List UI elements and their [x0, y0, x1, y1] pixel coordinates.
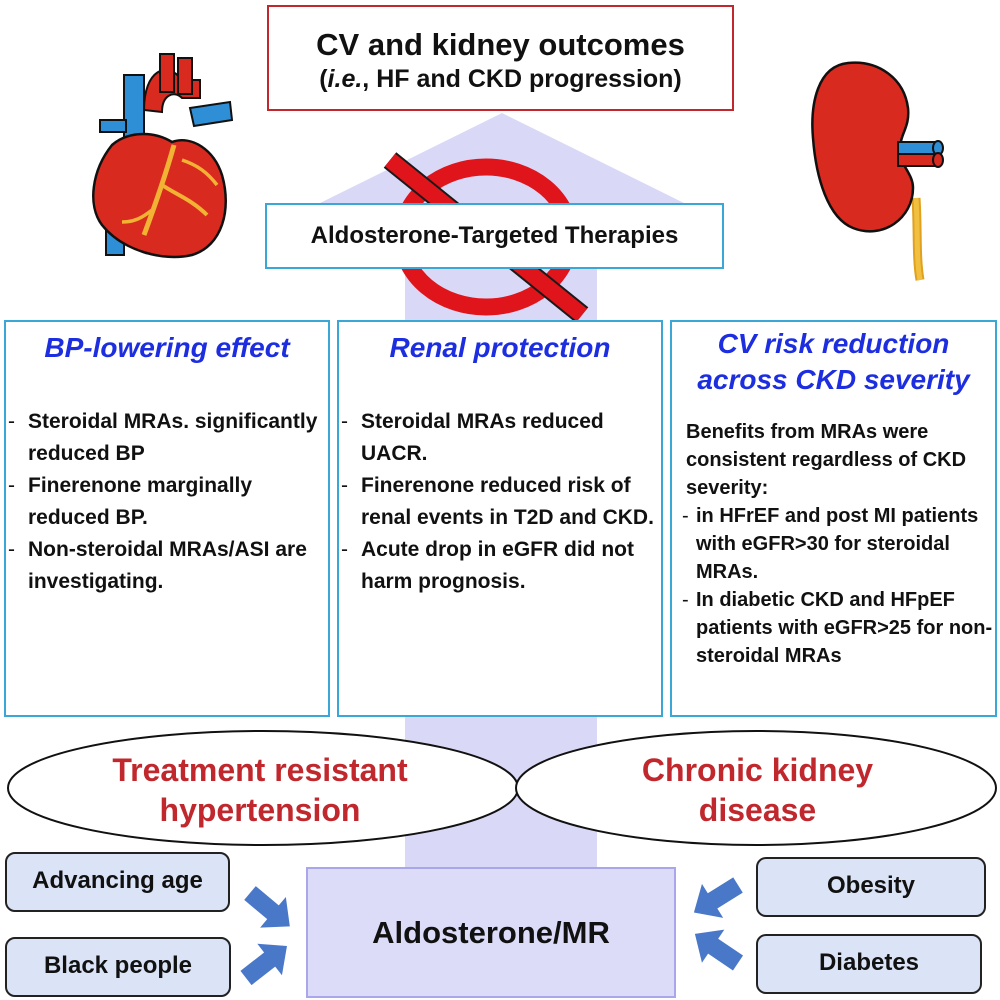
panel-renal-protection: Renal protection Steroidal MRAs reduced …: [337, 320, 663, 717]
arrow-obesity-icon: [693, 877, 743, 918]
list-item: Acute drop in eGFR did not harm prognosi…: [339, 534, 661, 598]
factor-black-people: Black people: [5, 937, 231, 997]
arrow-diabetes-icon: [694, 929, 744, 971]
therapy-label-box: Aldosterone-Targeted Therapies: [265, 203, 724, 269]
condition-right-line-1: Chronic kidney: [641, 752, 874, 788]
kidney-illustration-icon: [811, 61, 944, 281]
factor-obesity: Obesity: [756, 857, 986, 917]
bullet-list: Steroidal MRAs. significantly reduced BP…: [6, 406, 328, 598]
factor-diabetes: Diabetes: [756, 934, 982, 994]
condition-left-line-1: Treatment resistant: [112, 752, 408, 788]
list-item: Finerenone marginally reduced BP.: [6, 470, 328, 534]
condition-left-line-2: hypertension: [159, 792, 361, 828]
condition-right-label: Chronic kidney disease: [520, 750, 995, 830]
list-item: Steroidal MRAs reduced UACR.: [339, 406, 661, 470]
title-italic: i.e.: [327, 65, 363, 93]
panel-intro: Benefits from MRAs were consistent regar…: [686, 421, 967, 499]
heart-illustration-icon: [92, 53, 234, 259]
title-line-2: (i.e., HF and CKD progression): [319, 65, 682, 93]
list-item: Non-steroidal MRAs/ASI are investigating…: [6, 534, 328, 598]
panel-title-line-1: CV risk reduction: [717, 328, 950, 359]
panel-bp-lowering: BP-lowering effect Steroidal MRAs. signi…: [4, 320, 330, 717]
factor-advancing-age: Advancing age: [5, 852, 230, 912]
panel-title-line-2: across CKD severity: [697, 364, 970, 395]
list-item: in HFrEF and post MI patients with eGFR>…: [682, 502, 995, 586]
condition-left-label: Treatment resistant hypertension: [20, 750, 500, 830]
condition-ellipse-right: [515, 730, 997, 846]
arrow-black-icon: [240, 943, 287, 986]
arrow-age-icon: [244, 886, 290, 928]
bullet-list: in HFrEF and post MI patients with eGFR>…: [682, 502, 995, 670]
panel-cv-risk: CV risk reduction across CKD severity Be…: [670, 320, 997, 717]
outcomes-title-box: CV and kidney outcomes (i.e., HF and CKD…: [267, 5, 734, 111]
panel-title: Renal protection: [389, 332, 611, 363]
panel-title: BP-lowering effect: [44, 332, 290, 363]
title-line-1: CV and kidney outcomes: [316, 27, 685, 62]
bullet-list: Steroidal MRAs reduced UACR. Finerenone …: [339, 406, 661, 598]
list-item: Steroidal MRAs. significantly reduced BP: [6, 406, 328, 470]
condition-right-line-2: disease: [698, 792, 817, 828]
list-item: Finerenone reduced risk of renal events …: [339, 470, 661, 534]
list-item: In diabetic CKD and HFpEF patients with …: [682, 586, 995, 670]
aldosterone-mr-box: Aldosterone/MR: [306, 867, 676, 998]
panel-title: CV risk reduction across CKD severity: [672, 326, 995, 398]
